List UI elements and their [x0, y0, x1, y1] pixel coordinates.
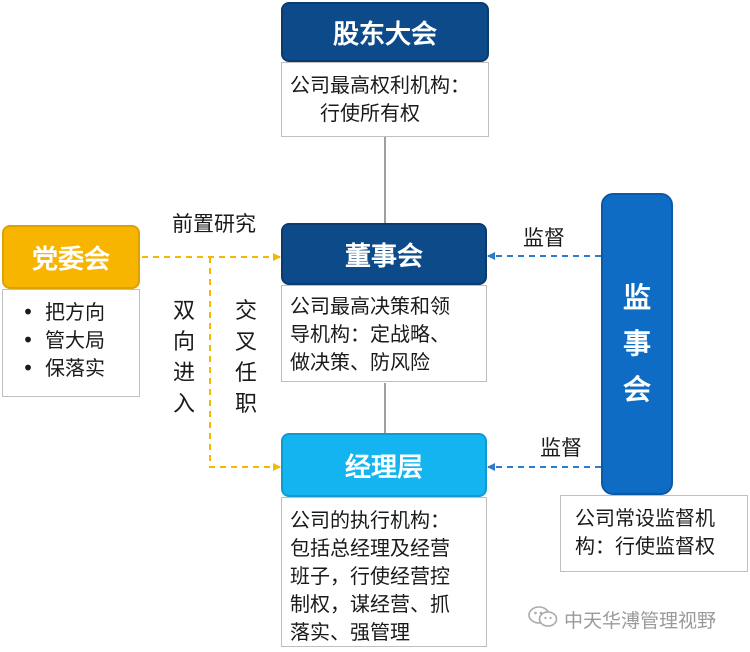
supervisory-desc-line: 公司常设监督机	[575, 506, 715, 530]
board-of-directors-box: 董事会	[281, 223, 487, 285]
party-item: 管大局	[17, 326, 139, 354]
management-desc-line: 班子，行使经营控	[290, 564, 450, 588]
watermark-text: 中天华溥管理视野	[564, 610, 717, 632]
party-item: 保落实	[17, 354, 139, 382]
management-box: 经理层	[281, 433, 487, 497]
supervisory-board-title: 监事会	[622, 281, 651, 406]
board-desc-line: 公司最高决策和领	[290, 294, 450, 318]
supervisory-board-box: 监事会	[601, 193, 673, 495]
supervisory-desc-line: 构：行使监督权	[575, 534, 715, 558]
party-item: 把方向	[17, 298, 139, 326]
shareholders-desc-line: 行使所有权	[320, 101, 420, 125]
party-committee-title: 党委会	[31, 244, 110, 275]
shareholders-meeting-desc: 公司最高权利机构： 行使所有权	[281, 62, 489, 137]
management-desc: 公司的执行机构： 包括总经理及经营 班子，行使经营控 制权，谋经营、抓 落实、强…	[281, 497, 487, 647]
management-desc-line: 制权，谋经营、抓	[290, 592, 450, 616]
party-committee-box: 党委会	[2, 225, 140, 289]
label-supervise-board: 监督	[523, 226, 565, 250]
party-committee-list: 把方向 管大局 保落实	[17, 298, 139, 382]
watermark: 中天华溥管理视野	[528, 605, 716, 634]
management-desc-line: 公司的执行机构：	[290, 508, 450, 532]
wechat-icon	[528, 605, 558, 634]
party-committee-desc: 把方向 管大局 保落实	[2, 289, 140, 397]
shareholders-meeting-title: 股东大会	[332, 19, 437, 50]
label-cross-appointment: 交叉任职	[234, 299, 257, 417]
board-desc-line: 做决策、防风险	[290, 350, 430, 374]
shareholders-desc-line: 公司最高权利机构：	[290, 73, 470, 97]
management-title: 经理层	[344, 452, 423, 483]
management-desc-line: 包括总经理及经营	[290, 536, 450, 560]
management-desc-line: 落实、强管理	[290, 620, 410, 644]
dashed-arrow-party-to-management	[209, 257, 281, 471]
label-supervise-management: 监督	[540, 436, 582, 460]
label-two-way-entry: 双向进入	[172, 299, 195, 417]
board-desc: 公司最高决策和领 导机构：定战略、 做决策、防风险	[281, 285, 487, 382]
shareholders-meeting-box: 股东大会	[281, 2, 489, 62]
supervisory-board-desc: 公司常设监督机 构：行使监督权	[560, 495, 748, 572]
board-title: 董事会	[344, 241, 423, 272]
label-pre-research: 前置研究	[172, 212, 256, 236]
board-desc-line: 导机构：定战略、	[290, 322, 450, 346]
